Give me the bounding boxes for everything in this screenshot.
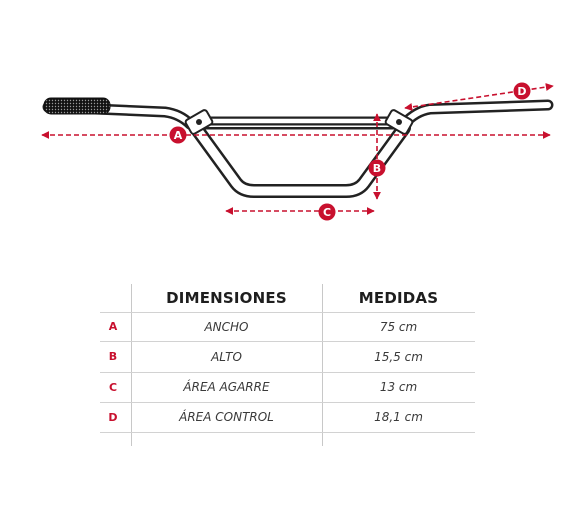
svg-text:D: D <box>517 85 526 98</box>
row-value: 18,1 cm <box>374 410 423 424</box>
table-divider-left <box>131 284 132 446</box>
row-dimension: ALTO <box>211 349 242 364</box>
handlebar-diagram: A B C D <box>41 82 554 221</box>
row-letter: B <box>108 350 118 363</box>
row-value: 15,5 cm <box>374 349 423 364</box>
left-clamp <box>184 109 214 135</box>
right-clamp <box>384 109 414 135</box>
dimensions-table: DIMENSIONES MEDIDAS A ANCHO 75 cm B ALTO… <box>100 284 475 446</box>
row-value: 13 cm <box>379 380 418 394</box>
marker-d: D <box>513 82 531 100</box>
table-rule <box>100 341 475 342</box>
table-rule <box>100 372 475 373</box>
row-dimension: ANCHO <box>204 319 249 334</box>
table-divider-middle <box>322 284 323 446</box>
row-letter: A <box>108 320 118 333</box>
svg-text:B: B <box>373 162 381 175</box>
marker-a: A <box>169 126 187 144</box>
row-letter: D <box>108 410 118 424</box>
table-rule <box>100 312 475 313</box>
marker-c: C <box>318 203 336 221</box>
row-letter: C <box>108 380 118 394</box>
left-grip <box>43 97 111 115</box>
table-rule <box>100 402 475 403</box>
handlebar-shape <box>42 99 554 198</box>
header-medidas: MEDIDAS <box>358 289 439 307</box>
marker-b: B <box>368 159 386 177</box>
row-value: 75 cm <box>379 319 418 334</box>
table-rule <box>100 432 475 433</box>
row-dimension: ÁREA AGARRE <box>183 380 270 394</box>
svg-text:C: C <box>323 206 331 219</box>
header-dimensiones: DIMENSIONES <box>166 289 287 307</box>
row-dimension: ÁREA CONTROL <box>179 410 274 424</box>
svg-text:A: A <box>174 129 183 142</box>
